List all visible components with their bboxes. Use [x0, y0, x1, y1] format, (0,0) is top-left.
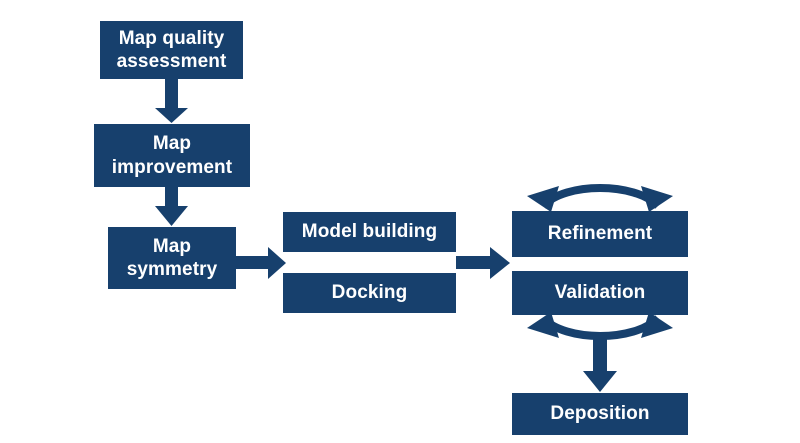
edge-building-to-refinement — [456, 247, 510, 279]
node-map-symmetry[interactable]: Map symmetry — [108, 227, 236, 289]
node-model-building[interactable]: Model building — [283, 212, 456, 252]
node-docking[interactable]: Docking — [283, 273, 456, 313]
node-map-quality-assessment[interactable]: Map quality assessment — [100, 21, 243, 79]
node-label: Validation — [554, 282, 646, 304]
node-label: Map quality assessment — [116, 27, 227, 72]
node-validation[interactable]: Validation — [512, 271, 688, 315]
edge-symmetry-to-building — [236, 247, 286, 279]
node-label: Model building — [301, 221, 438, 243]
edge-cycle-top-arc — [527, 184, 673, 212]
edge-cycle-to-deposition — [583, 332, 617, 392]
node-deposition[interactable]: Deposition — [512, 393, 688, 435]
edge-assessment-to-improvement — [155, 79, 188, 123]
node-label: Refinement — [547, 223, 653, 245]
node-label: Map symmetry — [126, 235, 218, 280]
node-label: Deposition — [550, 403, 650, 425]
node-label: Map improvement — [111, 133, 233, 178]
edge-cycle-bottom-arc — [527, 312, 673, 340]
node-map-improvement[interactable]: Map improvement — [94, 124, 250, 187]
refinement-validation-divider — [515, 257, 685, 271]
edge-improvement-to-symmetry — [155, 187, 188, 226]
node-refinement[interactable]: Refinement — [512, 211, 688, 257]
node-label: Docking — [331, 282, 408, 304]
